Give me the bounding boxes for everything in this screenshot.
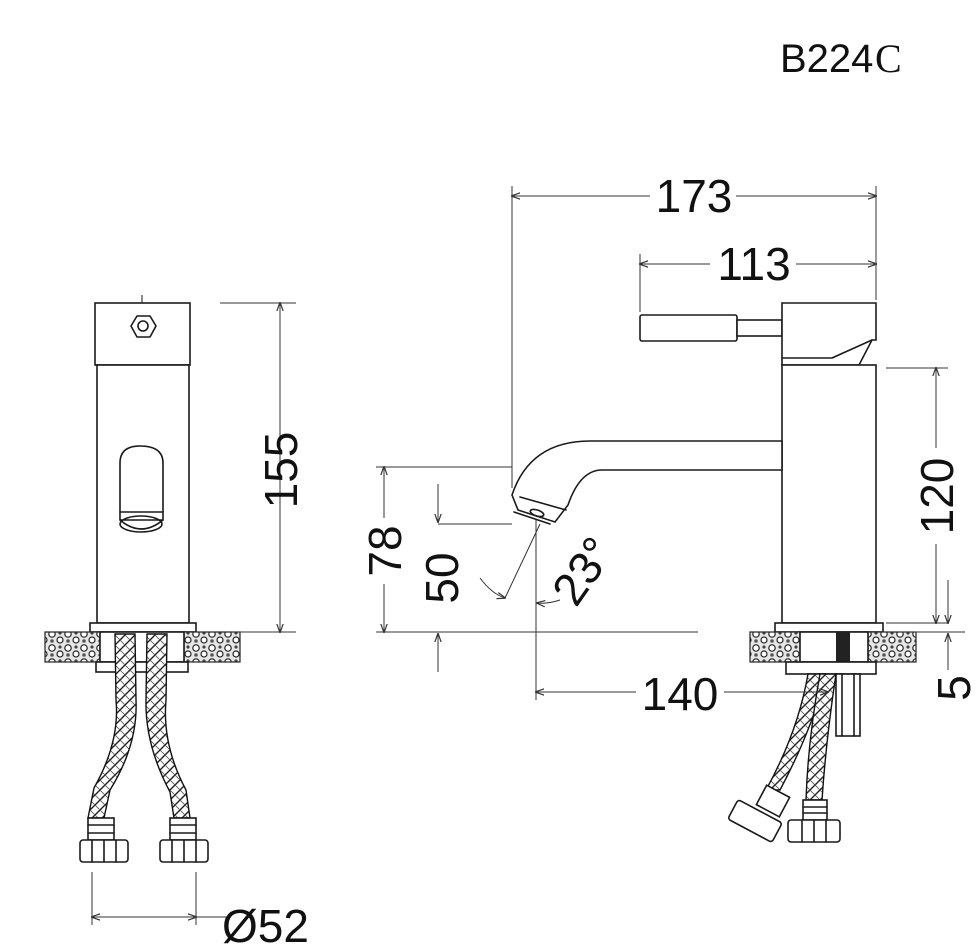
front-spout [119,445,164,521]
side-body [781,364,877,624]
side-shank-dark [836,632,850,662]
side-spout-tip [513,496,567,525]
dim-120: 120 [886,368,963,623]
front-cap-screw-hole [137,320,149,332]
side-lever-stem [736,319,783,337]
dim-diameter: Ø52 [92,872,309,951]
front-cap-screw [130,315,157,338]
side-fitting-right [802,799,828,821]
side-countertop-left [749,631,801,663]
side-aerator [529,508,545,518]
front-base-plate [89,622,197,633]
side-stud-lines [841,673,855,737]
dim-lever-length-label: 113 [717,238,790,290]
model-code-suffix: C [875,36,902,81]
side-nut-right-facets [801,819,827,843]
side-cap-line [781,339,873,359]
front-aerator [119,515,163,533]
side-cap [781,302,877,366]
dim-78: 78 [359,467,698,632]
dim-outlet-clearance-label: 50 [416,552,468,603]
front-spout-outlet [119,511,164,530]
front-nut-right-facets [171,839,197,863]
dim-counter-thickness-label: 5 [928,675,976,701]
model-code-prefix: B224 [780,37,873,81]
front-fitting-left [87,817,115,841]
side-fitting-right-lines [802,806,828,814]
dim-spout-reach-label: 140 [642,668,719,720]
front-countertop-right [183,631,241,663]
dim-5: 5 [900,580,976,701]
front-body [96,364,190,624]
front-nut [95,661,189,673]
front-countertop-left [44,631,101,663]
dim-140: 140 [536,668,828,720]
front-cap [94,302,191,366]
front-fitting-left-lines [87,824,115,834]
dim-angle: 23° [479,520,624,700]
side-countertop-right [867,631,917,663]
side-fitting-left [755,784,791,818]
side-base-plate [774,622,884,633]
side-nut [785,661,877,675]
dim-body-height-label: 120 [911,458,963,535]
side-spout [511,440,783,523]
front-view: 155 Ø52 [44,295,309,951]
front-fitting-right [169,817,197,841]
dim-155: 155 [220,303,307,632]
front-shank [99,631,185,663]
side-stud [835,673,861,737]
side-view: 173 113 120 5 [359,170,976,843]
front-nut-left-facets [91,839,117,863]
dim-spout-height-label: 78 [359,525,411,576]
dim-overall-height-label: 155 [255,432,307,509]
model-code: B224 C [780,36,902,81]
dim-50: 50 [416,484,512,672]
side-nut-left [728,799,782,843]
side-shank [799,631,869,663]
dim-overall-length-label: 173 [656,170,733,222]
dim-base-diameter-label: Ø52 [222,900,309,951]
side-lever-handle [639,314,738,342]
dim-173: 173 [512,170,876,488]
dim-113: 113 [640,238,876,312]
front-fitting-right-lines [169,824,197,834]
